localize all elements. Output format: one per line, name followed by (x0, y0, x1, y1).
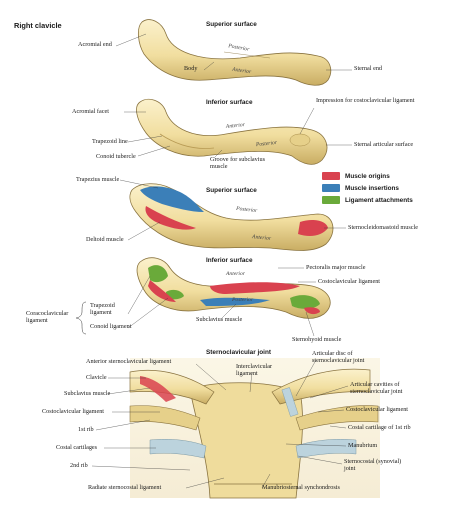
trapezius-insertion-area (140, 186, 204, 212)
clavicle-superior-view (138, 19, 332, 86)
legend-swatch-insertions (322, 184, 340, 192)
left-costal-cartilage (149, 439, 207, 459)
clavicle-bone-superior (138, 19, 332, 86)
body-label: Body (184, 65, 198, 72)
subclavius-joint-label: Subclavius muscle (64, 390, 111, 397)
sternocleidomastoid-label: Sternocleidomastoid muscle (348, 224, 418, 231)
trapezoid-ligament-label: Trapezoid ligament (90, 302, 115, 316)
legend-item-muscle-insertions: Muscle insertions (322, 182, 413, 194)
sternocleidomastoid-origin-area (298, 220, 328, 236)
posterior-label-4: Posterior (232, 297, 254, 303)
clavicle-inferior-attachments-view (136, 257, 331, 319)
inferior-surface-title: Inferior surface (206, 99, 253, 106)
trapezoid-line-label: Trapezoid line (92, 138, 128, 145)
subclavius-insertion-area (200, 297, 270, 306)
legend-swatch-origins (322, 172, 340, 180)
costoclavicular-ligament-area (290, 295, 320, 309)
conoid-ligament-label: Conoid ligament (90, 323, 132, 330)
legend-item-ligament-attachments: Ligament attachments (322, 194, 413, 206)
manubrium-label: Manubrium (348, 442, 378, 449)
articular-disc-label: Articular disc of sternoclavicular joint (312, 350, 365, 364)
left-clavicle-bone (129, 369, 215, 405)
sternohyoid-origin-area (304, 307, 320, 315)
first-rib-label: 1st rib (78, 426, 94, 433)
clavicle-label: Clavicle (86, 374, 107, 381)
costoclavicular-left-label: Costoclavicular ligament (42, 408, 105, 415)
deltoid-label: Deltoid muscle (86, 236, 124, 243)
sternal-articular-label: Sternal articular surface (354, 141, 414, 148)
leader-lines (91, 33, 352, 489)
sternohyoid-label: Sternohyoid muscle (292, 336, 342, 343)
legend-label-origins: Muscle origins (345, 172, 390, 180)
pectoralis-major-origin-area (210, 282, 300, 294)
articular-cavities-label: Articular cavities of sternoclavicular j… (350, 381, 403, 395)
anterior-label-4: Anterior (226, 271, 245, 277)
left-first-rib (129, 405, 201, 431)
radiate-ligament-label: Radiate sternocostal ligament (88, 484, 162, 491)
superior-surface-title-2: Superior surface (206, 187, 257, 194)
legend-label-insertions: Muscle insertions (345, 184, 399, 192)
trapezius-label: Trapezius muscle (76, 176, 120, 183)
sternal-end-label: Sternal end (354, 65, 383, 72)
costal-cartilages-label: Costal cartilages (56, 444, 98, 451)
manubriosternal-label: Manubriosternal synchondrosis (262, 484, 340, 491)
sternoclavicular-joint-view (129, 358, 380, 499)
right-costal-cartilage (295, 439, 357, 459)
clavicle-superior-attachments-view (129, 183, 334, 251)
legend-swatch-ligaments (322, 196, 340, 204)
conoid-tubercle-label: Conoid tubercle (96, 153, 136, 160)
articular-disc-shape (281, 387, 299, 417)
superior-surface-title: Superior surface (206, 21, 257, 28)
legend-label-ligaments: Ligament attachments (345, 196, 413, 204)
impression-label: Impression for costoclavicular ligament (316, 97, 415, 104)
costal-cartilage-1st-label: Costal cartilage of 1st rib (348, 424, 411, 431)
acromial-end-label: Acromial end (78, 41, 112, 48)
coracoclavicular-bracket (75, 301, 87, 335)
costoclavicular-ligament-label: Costoclavicular ligament (318, 278, 381, 285)
interclavicular-label: Interclavicular ligament (236, 363, 273, 377)
left-subclavius-muscle (140, 376, 176, 402)
joint-title: Sternoclavicular joint (206, 349, 271, 356)
sternocostal-joint-label: Sternocostal (synovial) joint (344, 458, 402, 472)
inferior-surface-title-2: Inferior surface (206, 257, 253, 264)
groove-label: Groove for subclavius muscle (210, 156, 265, 170)
subclavius-muscle-label: Subclavius muscle (196, 316, 243, 323)
right-first-rib (295, 405, 379, 431)
legend-item-muscle-origins: Muscle origins (322, 170, 413, 182)
pectoralis-label: Pectoralis major muscle (306, 264, 366, 271)
second-rib-label: 2nd rib (70, 462, 88, 469)
deltoid-origin-area (145, 206, 196, 230)
costoclavicular-right-label: Costoclavicular ligament (346, 406, 409, 413)
deltoid-origin-area-inferior (148, 280, 176, 302)
clavicle-inferior-view (136, 98, 328, 165)
anterior-sc-ligament-label: Anterior sternoclavicular ligament (86, 358, 172, 365)
clavicle-bone-inferior (136, 98, 328, 165)
trapezoid-ligament-area (148, 265, 168, 283)
figure-title: Right clavicle (14, 21, 62, 30)
coracoclavicular-label: Coracoclavicular ligament (26, 310, 69, 324)
acromial-facet-label: Acromial facet (72, 108, 109, 115)
legend: Muscle origins Muscle insertions Ligamen… (322, 170, 413, 206)
